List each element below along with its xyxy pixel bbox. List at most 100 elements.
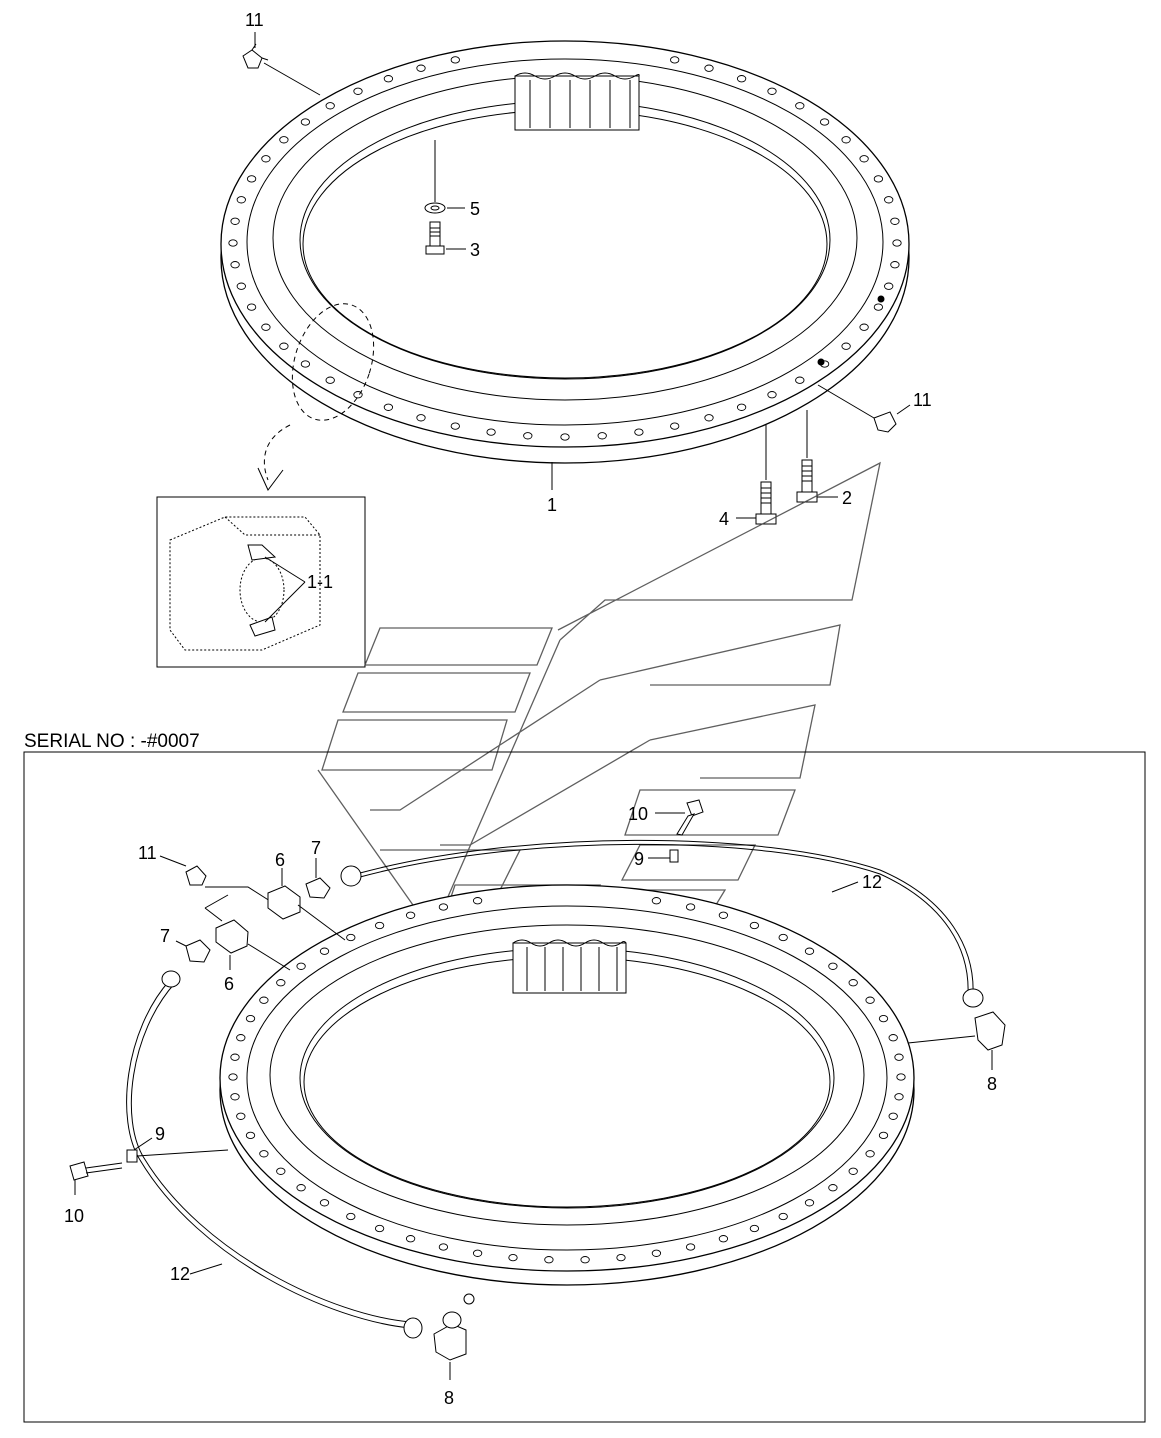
bolt-hole	[704, 64, 714, 72]
elbow-8-right: 8	[907, 988, 1006, 1094]
callout-11-bottom: 11	[138, 843, 157, 863]
bolt-hole	[767, 87, 777, 95]
bolt-hole	[279, 342, 289, 350]
grease-point	[817, 358, 825, 366]
bolt-hole	[472, 897, 483, 905]
bolt-hole	[246, 303, 257, 311]
callout-6-upper: 6	[275, 850, 285, 870]
bolt-hole	[878, 1131, 889, 1140]
bolt-hole	[259, 1150, 269, 1158]
bolt-hole	[319, 1199, 330, 1207]
grease-point	[877, 295, 885, 303]
bolt-hole	[438, 903, 449, 911]
grease-nipple-11	[242, 32, 321, 96]
fittings-left: 11 6 7 6 7	[138, 838, 362, 994]
callout-9-upper: 9	[634, 849, 644, 869]
bolt-2	[796, 459, 818, 503]
bolt-hole	[749, 1224, 760, 1233]
bolt-hole	[828, 962, 838, 970]
bolt-hole	[597, 432, 607, 440]
callout-10-upper: 10	[628, 804, 648, 824]
detail-marker	[257, 303, 375, 491]
bolt-hole	[276, 979, 286, 987]
callout-4: 4	[719, 509, 729, 529]
bolt-hole	[580, 1256, 590, 1264]
bolt-hole	[884, 196, 894, 204]
bolt-hole	[878, 1014, 889, 1023]
bolt-hole	[670, 422, 680, 430]
bolt-hole	[230, 217, 240, 225]
callout-7-upper: 7	[311, 838, 321, 858]
serial-note: SERIAL NO : -#0007	[24, 731, 200, 752]
bolt-hole	[236, 282, 246, 290]
callout-6-lower: 6	[224, 974, 234, 994]
elbow-8-bottom: 8	[403, 1293, 475, 1408]
bolt-hole	[841, 342, 851, 350]
bolt-hole	[896, 1073, 906, 1081]
bolt-hole	[276, 1167, 286, 1175]
bolt-hole	[261, 155, 271, 163]
bolt-hole	[472, 1249, 483, 1257]
bolt-hole	[778, 1212, 788, 1221]
bolt-hole	[228, 1073, 238, 1081]
bolt-hole	[865, 1150, 875, 1158]
callout-11: 11	[245, 10, 264, 30]
grease-nipple-11-right	[817, 384, 911, 433]
callout-9-left: 9	[155, 1124, 165, 1144]
callout-1: 1	[547, 495, 557, 515]
bolt-hole	[383, 403, 394, 411]
bolt-hole	[865, 996, 875, 1004]
bolt-hole	[704, 414, 714, 422]
callout-10-left: 10	[64, 1206, 84, 1226]
bolt-hole	[353, 87, 363, 95]
bolt-hole	[319, 947, 330, 955]
bolt-hole	[405, 1235, 416, 1243]
callout-5: 5	[470, 199, 480, 219]
bolt-hole	[859, 323, 869, 331]
bolt-hole	[634, 428, 644, 436]
bolt-hole	[245, 1131, 256, 1140]
bolt-hole	[560, 433, 570, 441]
swing-bearing-bottom	[219, 884, 915, 1286]
bolt-hole	[892, 239, 902, 247]
bolt-hole	[718, 911, 729, 919]
bolt-hole	[888, 1112, 898, 1120]
bolt-hole	[346, 1212, 356, 1221]
detail-inset: 1-1	[156, 496, 366, 668]
bolt-hole	[325, 376, 335, 384]
bolt-4	[755, 481, 777, 525]
bolt-hole	[325, 102, 335, 110]
grease-pipes: 12 12	[126, 839, 974, 1329]
bolt-hole	[795, 376, 805, 384]
top-parts: 11 5 3 11 1 4	[242, 10, 932, 529]
callout-8-right: 8	[987, 1074, 997, 1094]
callout-11-right: 11	[913, 390, 932, 410]
bolt-hole	[819, 118, 830, 126]
bolt-hole	[873, 303, 884, 311]
bolt-hole	[416, 414, 426, 422]
clamp-upper: 10 9	[628, 799, 704, 869]
bolt-hole	[767, 391, 777, 399]
callout-1-1: 1-1	[307, 572, 333, 592]
bolt-hole	[651, 1249, 662, 1257]
bolt-hole	[804, 947, 815, 955]
bolt-hole	[884, 282, 894, 290]
bolt-hole	[894, 1093, 904, 1101]
bolt-holes-bottom	[228, 897, 906, 1264]
bolt-hole	[890, 261, 900, 269]
gear-teeth-top	[514, 72, 640, 131]
bolt-hole	[841, 136, 851, 144]
bolt-hole	[245, 1014, 256, 1023]
bolt-hole	[296, 962, 306, 970]
bolt-hole	[736, 75, 747, 83]
bolt-hole	[300, 360, 311, 368]
bolt-hole	[544, 1256, 554, 1264]
bolt-hole	[749, 921, 760, 930]
bolt-hole	[346, 933, 356, 942]
bolt-hole	[230, 1093, 240, 1101]
bolt-hole	[450, 56, 460, 64]
callout-7-lower: 7	[160, 926, 170, 946]
swing-bearing-top	[220, 40, 910, 464]
callout-12-left: 12	[170, 1264, 190, 1284]
bolt-hole	[279, 136, 289, 144]
